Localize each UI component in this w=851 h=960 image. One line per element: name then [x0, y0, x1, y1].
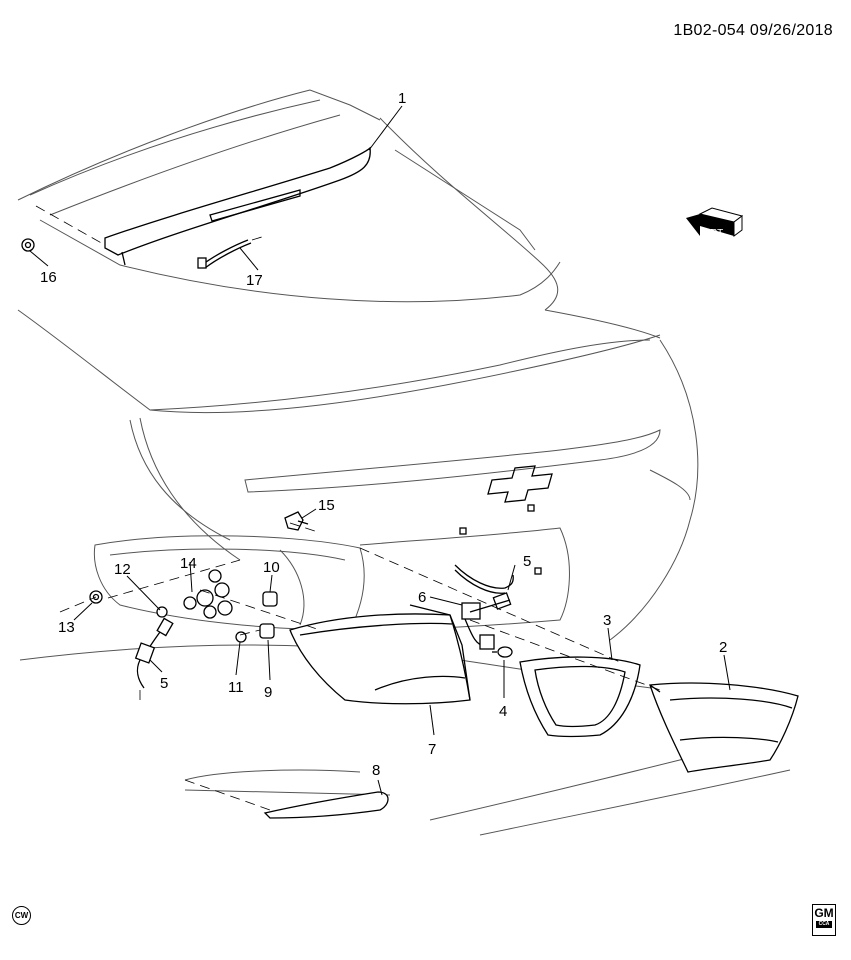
callout-6: 6 [418, 589, 426, 606]
frt-label: FRT [704, 228, 723, 239]
callout-12: 12 [114, 561, 131, 578]
part-gasket-3 [519, 656, 641, 738]
gm-logo: GM CCA [812, 904, 836, 936]
gm-logo-text: GM [814, 906, 834, 920]
callout-1: 1 [398, 90, 406, 107]
part-harness-5-left [134, 617, 174, 689]
callout-8: 8 [372, 762, 380, 779]
callout-9: 9 [264, 684, 272, 701]
part-push-nut-16 [21, 238, 35, 252]
callout-13: 13 [58, 619, 75, 636]
alignment-lines [35, 205, 661, 811]
front-direction-arrow-icon: FRT [686, 207, 744, 239]
part-reflector-8 [263, 791, 389, 819]
callout-numbers: 1 2 3 4 5 5 6 7 8 9 10 11 12 13 14 15 16… [40, 90, 727, 779]
callout-10: 10 [263, 559, 280, 576]
callout-15: 15 [318, 497, 335, 514]
diagram-reference-id: 1B02-054 09/26/2018 [673, 22, 833, 39]
part-high-mount-stop-lamp [104, 146, 371, 266]
callout-14: 14 [180, 555, 197, 572]
part-retainer-15 [284, 511, 309, 531]
callout-7: 7 [428, 741, 436, 758]
part-taillamp-outer-7 [289, 604, 471, 705]
part-bulb-4 [492, 646, 513, 658]
callout-11: 11 [228, 679, 244, 696]
callout-5-right: 5 [523, 553, 531, 570]
callout-16: 16 [40, 269, 57, 286]
part-bulb-9 [259, 623, 275, 639]
cw-badge: CW [12, 906, 31, 925]
bowtie-emblem [487, 465, 553, 503]
callout-4: 4 [499, 703, 507, 720]
part-harness-5-right [454, 564, 514, 610]
callout-5-left: 5 [160, 675, 168, 692]
callout-2: 2 [719, 639, 727, 656]
callout-3: 3 [603, 612, 611, 629]
callout-leaders [29, 105, 731, 796]
part-bulb-10 [262, 591, 278, 607]
gm-logo-sub: CCA [816, 921, 832, 928]
part-taillamp-inner-2 [649, 682, 799, 773]
part-socket-6 [461, 599, 511, 650]
callout-17: 17 [246, 272, 263, 289]
part-wiring-harness-17 [197, 235, 266, 269]
part-socket-cluster-14 [183, 569, 233, 619]
